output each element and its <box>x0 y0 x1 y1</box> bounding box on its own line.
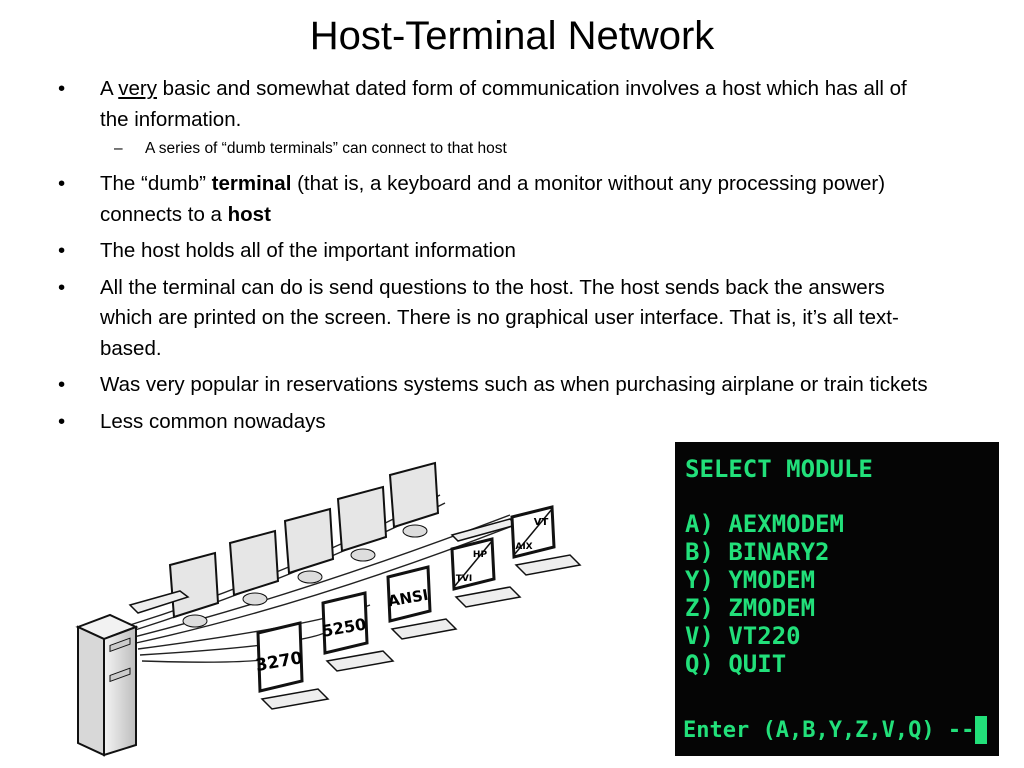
screen-option: Z) ZMODEM <box>685 594 815 622</box>
sub-bullet-text: A series of “dumb terminals” can connect… <box>145 140 507 157</box>
bullet-marker: • <box>58 275 66 299</box>
bullet-text: basic and somewhat dated form of communi… <box>100 77 907 131</box>
monitor-row <box>168 461 440 628</box>
bold-host: host <box>227 202 271 226</box>
bullet-marker: • <box>58 409 66 433</box>
terminal-label: VT <box>534 517 549 528</box>
bullet-item: • Less common nowadays <box>58 407 938 438</box>
terminal-tvi-hp: TVI HP <box>450 537 522 608</box>
screen-option: V) VT220 <box>685 622 801 650</box>
bullet-item: • Was very popular in reservations syste… <box>58 370 938 401</box>
bullet-text: (that is, a keyboard and a monitor witho… <box>100 172 886 226</box>
terminal-label: HP <box>473 550 488 560</box>
bullet-text: Was very popular in reservations systems… <box>100 373 928 396</box>
cursor-block-icon <box>975 716 987 744</box>
terminal-label: AIX <box>515 542 532 552</box>
bullet-item: • The host holds all of the important in… <box>58 236 938 267</box>
screen-option: A) AEXMODEM <box>685 510 844 538</box>
bullet-marker: • <box>58 373 66 396</box>
bullet-text: A <box>100 77 119 100</box>
screen-option: Y) YMODEM <box>685 566 815 594</box>
network-illustration: 3270 5250 ANSI TVI HP AIX VT <box>75 461 582 757</box>
terminal-aix-vt: AIX VT <box>510 505 582 576</box>
bullet-item: • All the terminal can do is send questi… <box>58 273 938 365</box>
bullet-marker: • <box>58 172 66 195</box>
slide-title: Host-Terminal Network <box>309 14 715 58</box>
bold-terminal: terminal <box>211 172 292 195</box>
terminal-ansi: ANSI <box>386 565 458 640</box>
terminal-label: TVI <box>456 574 472 584</box>
bullet-text: The host holds all of the important info… <box>100 239 516 262</box>
bullet-text: Less common nowadays <box>100 409 326 433</box>
sub-bullet-item: – A series of “dumb terminals” can conne… <box>58 139 938 159</box>
sub-bullet-marker: – <box>114 140 123 157</box>
bullet-marker: • <box>58 77 66 100</box>
screen-option: B) BINARY2 <box>685 538 830 566</box>
bullet-item: • A very basic and somewhat dated form o… <box>58 74 938 135</box>
monitor-icon <box>388 461 440 538</box>
monitor-icon <box>228 529 280 606</box>
screen-option: Q) QUIT <box>685 650 786 678</box>
bullet-text: The “dumb” <box>100 172 212 195</box>
bullet-item: • The “dumb” terminal (that is, a keyboa… <box>58 169 938 230</box>
monitor-icon <box>336 485 388 562</box>
emphasis-very: very <box>118 77 157 100</box>
host-tower-icon <box>75 613 139 757</box>
bullet-list: • A very basic and somewhat dated form o… <box>58 74 938 443</box>
terminal-3270: 3270 <box>254 621 330 710</box>
bullet-marker: • <box>58 239 66 262</box>
bullet-text: All the terminal can do is send question… <box>100 275 899 360</box>
screen-heading: SELECT MODULE <box>685 455 873 483</box>
screen-prompt: Enter (A,B,Y,Z,V,Q) --> <box>683 718 988 743</box>
terminal-5250: 5250 <box>320 591 395 672</box>
monitor-icon <box>283 507 335 584</box>
terminal-screen-image: SELECT MODULE A) AEXMODEM B) BINARY2 Y) … <box>675 442 999 756</box>
